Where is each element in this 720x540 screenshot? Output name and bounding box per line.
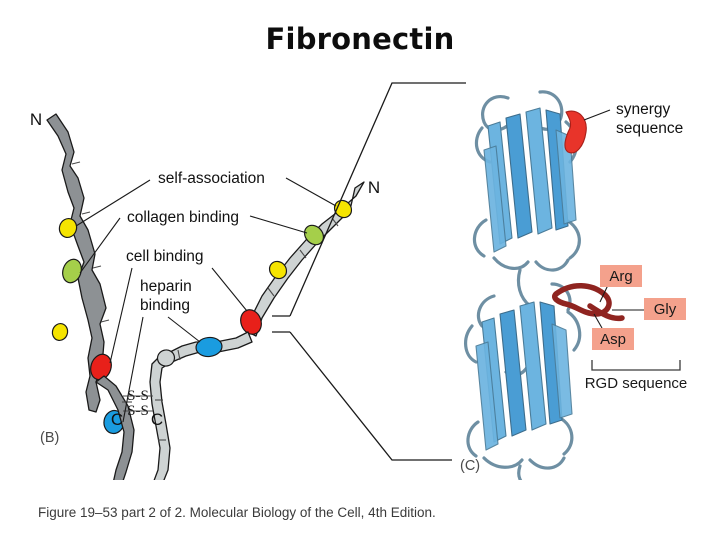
aa-box-arg	[600, 265, 642, 287]
label-n-terminus-left: N	[30, 110, 42, 129]
aa-label-arg: Arg	[609, 268, 632, 285]
marker-collagen-binding-right	[303, 224, 325, 246]
panel-label-b: (B)	[40, 430, 59, 446]
annotation-self-association: self-association	[158, 170, 265, 187]
label-c-terminus-right: C	[151, 410, 163, 429]
rgd-loop	[552, 283, 612, 317]
annotation-heparin-line1: heparin	[140, 278, 192, 295]
figure-illustration: N N S-S S-S C C	[0, 70, 720, 480]
panel-c-group: synergy sequence Arg Gly Asp	[460, 90, 688, 480]
synergy-sequence-loop	[564, 110, 587, 154]
marker-hinge-right	[156, 349, 176, 367]
annotation-cell-binding: cell binding	[126, 248, 204, 265]
marker-heparin-binding-right	[195, 336, 223, 358]
aa-box-asp-group: Asp	[592, 313, 634, 350]
annotation-heparin-line2: binding	[140, 297, 190, 314]
aa-label-gly: Gly	[654, 301, 677, 318]
rgd-bracket	[591, 360, 681, 371]
rgd-bracket-group: RGD sequence	[585, 360, 688, 392]
aa-label-asp: Asp	[600, 331, 626, 348]
aa-box-gly	[644, 298, 686, 320]
marker-self-association-left	[58, 217, 78, 239]
fn3-domain-upper	[472, 90, 587, 338]
disulfide-bridge-group: S-S S-S	[122, 388, 153, 419]
leader-synergy-sequence	[583, 109, 611, 121]
figure-caption: Figure 19–53 part 2 of 2. Molecular Biol…	[38, 505, 436, 520]
annotation-synergy-sequence: synergy sequence	[616, 101, 683, 137]
marker-collagen-binding-left	[62, 258, 82, 284]
aa-box-gly-group: Gly	[612, 298, 686, 320]
leader-heparin-binding-right	[167, 316, 201, 343]
leader-heparin-binding	[122, 316, 144, 423]
leader-collagen-binding	[79, 217, 121, 274]
panel-b-group: N N S-S S-S C C	[30, 110, 380, 480]
leader-cell-binding	[109, 267, 133, 364]
leader-arg	[599, 284, 609, 303]
annotation-heparin-binding: heparin binding	[140, 278, 196, 314]
annotation-collagen-binding: collagen binding	[127, 209, 239, 226]
leader-self-association-right	[285, 177, 337, 207]
leader-self-association	[75, 179, 151, 227]
leader-collagen-binding-right	[249, 215, 308, 234]
leader-asp	[593, 313, 603, 329]
panel-label-c: (C)	[460, 458, 480, 474]
fn3-domain-lower	[464, 282, 582, 480]
marker-self-association-right-2	[268, 260, 288, 280]
marker-cell-binding-left	[90, 353, 112, 381]
page-title: Fibronectin	[265, 22, 455, 56]
figure-svg: N N S-S S-S C C	[30, 82, 688, 480]
rgd-bracket-label: RGD sequence	[585, 375, 688, 392]
marker-self-association-left-2	[51, 322, 69, 342]
label-c-terminus-left: C	[111, 410, 123, 429]
leader-cell-binding-right	[211, 267, 248, 312]
label-n-terminus-right: N	[368, 178, 380, 197]
aa-box-arg-group: Arg	[599, 265, 642, 303]
aa-box-asp	[592, 328, 634, 350]
annotation-synergy-line2: sequence	[616, 120, 683, 137]
annotation-synergy-line1: synergy	[616, 101, 671, 118]
callout-bracket	[272, 82, 466, 461]
rgd-loop-tail	[587, 303, 625, 322]
